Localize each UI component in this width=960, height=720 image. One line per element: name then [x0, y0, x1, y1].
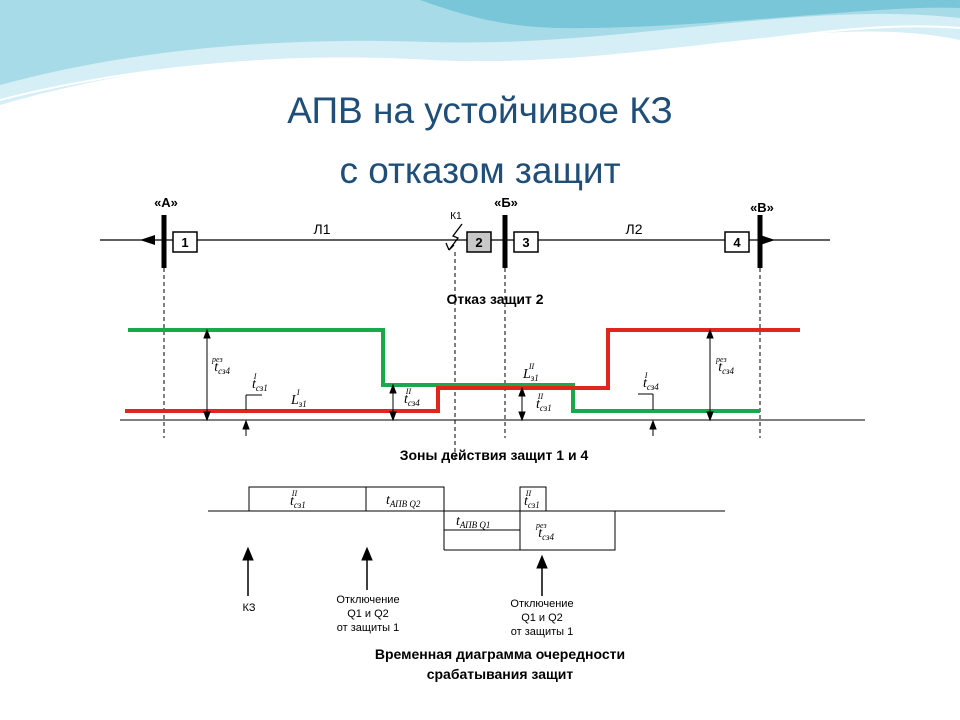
network-schematic	[100, 215, 830, 460]
label-timing-t-apv-q1: tАПВ Q1	[456, 514, 490, 530]
label-t-II-4: tсз4II	[404, 387, 420, 408]
timing-title-line1: Временная диаграмма очередности	[375, 646, 625, 662]
label-timing-t-II-1a: tсз1II	[290, 489, 306, 510]
slide-title-line1: АПВ на устойчивое КЗ	[287, 90, 673, 131]
label-timing-t-rez: tсз4рез	[535, 521, 554, 542]
breaker-4-label: 4	[733, 235, 741, 250]
label-t-I-left: tсз1I	[252, 372, 268, 393]
event-off2-line2: Q1 и Q2	[521, 612, 563, 624]
zone-math-labels: tсз4рез tсз1I Lз1I tсз4II Lз1II tсз1II t…	[211, 355, 734, 413]
event-off1-line3: от защиты 1	[337, 622, 399, 634]
substation-a-label: «А»	[154, 195, 178, 210]
zone-line-red	[125, 328, 800, 413]
label-t-I-right: tсз4I	[643, 371, 659, 392]
fault-k1-label: К1	[450, 211, 462, 222]
event-off2-line3: от защиты 1	[511, 626, 573, 638]
substation-v-label: «В»	[750, 200, 774, 215]
label-t-II-1: tсз1II	[536, 392, 552, 413]
timing-diagram	[208, 486, 725, 596]
label-t-rez-left: tсз4рез	[211, 355, 230, 376]
substation-b-label: «Б»	[494, 195, 518, 210]
event-kz-label: КЗ	[243, 602, 256, 614]
zone-line-green	[128, 328, 760, 413]
timing-title-line2: срабатывания защит	[427, 666, 574, 682]
header-wave-decoration	[0, 0, 960, 105]
breaker-1-label: 1	[181, 235, 188, 250]
breaker-2-label: 2	[475, 235, 482, 250]
label-timing-t-II-1b: tсз1II	[524, 489, 540, 510]
breaker-3-label: 3	[522, 235, 529, 250]
label-L-II: Lз1II	[522, 362, 539, 383]
line-l2-label: Л2	[626, 221, 643, 237]
line-l1-label: Л1	[314, 221, 331, 237]
zones-title: Зоны действия защит 1 и 4	[400, 447, 589, 463]
label-L-I: Lз1I	[290, 388, 307, 409]
event-off2-line1: Отключение	[510, 598, 573, 610]
failure-title: Отказ защит 2	[446, 291, 543, 307]
label-t-rez-right: tсз4рез	[715, 355, 734, 376]
schematic-labels: «А» «Б» «В» 1 2 3 4	[154, 195, 774, 250]
event-labels: КЗ Отключение Q1 и Q2 от защиты 1 Отключ…	[243, 594, 574, 638]
event-off1-line1: Отключение	[336, 594, 399, 606]
label-timing-t-apv-q2: tАПВ Q2	[386, 493, 421, 509]
zone-diagram	[120, 328, 865, 436]
timing-math-labels: tсз1II tАПВ Q2 tсз1II tАПВ Q1 tсз4рез	[290, 489, 554, 542]
slide-title-line2: с отказом защит	[339, 150, 621, 191]
event-off1-line2: Q1 и Q2	[347, 608, 389, 620]
